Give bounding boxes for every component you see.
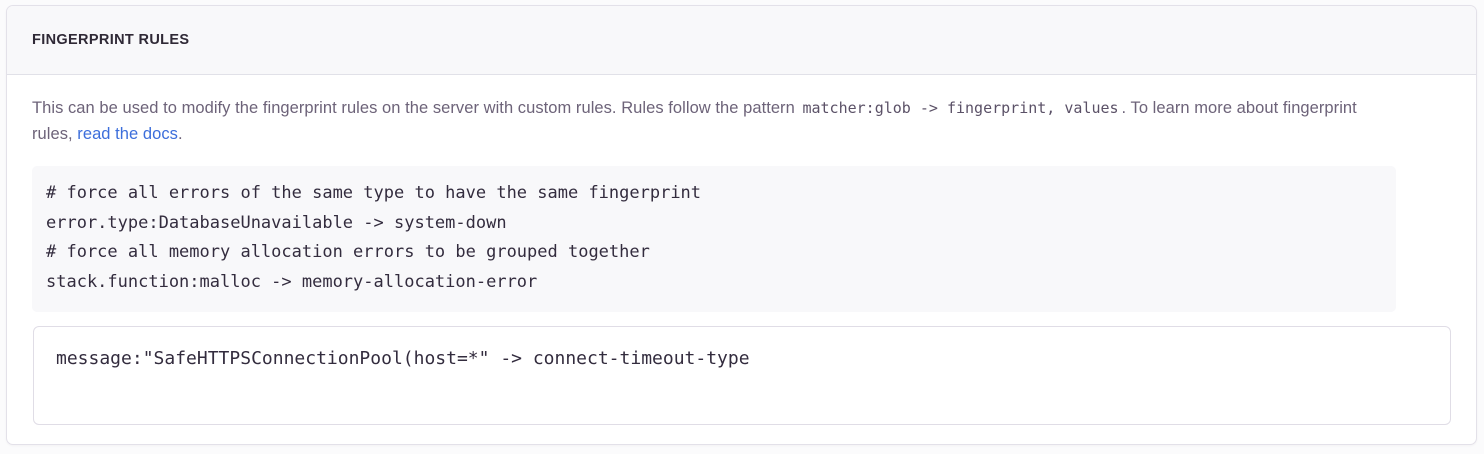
example-rules-code-block: # force all errors of the same type to h… [32,166,1396,312]
page-title: FINGERPRINT RULES [32,31,190,48]
panel-body: This can be used to modify the fingerpri… [7,75,1476,425]
panel-header: FINGERPRINT RULES [7,6,1476,75]
description-text-after-code: . To learn more about fingerprint rules, [32,99,1357,143]
inline-code-pattern: matcher:glob -> fingerprint, values [802,99,1119,117]
read-the-docs-link[interactable]: read the docs [77,125,178,143]
description-text-after-link: . [177,125,183,143]
description-text-before-code: This can be used to modify the fingerpri… [32,99,800,117]
fingerprint-rules-panel: FINGERPRINT RULES This can be used to mo… [6,5,1477,445]
description-text: This can be used to modify the fingerpri… [32,95,1387,147]
fingerprint-rules-input[interactable] [33,326,1451,425]
